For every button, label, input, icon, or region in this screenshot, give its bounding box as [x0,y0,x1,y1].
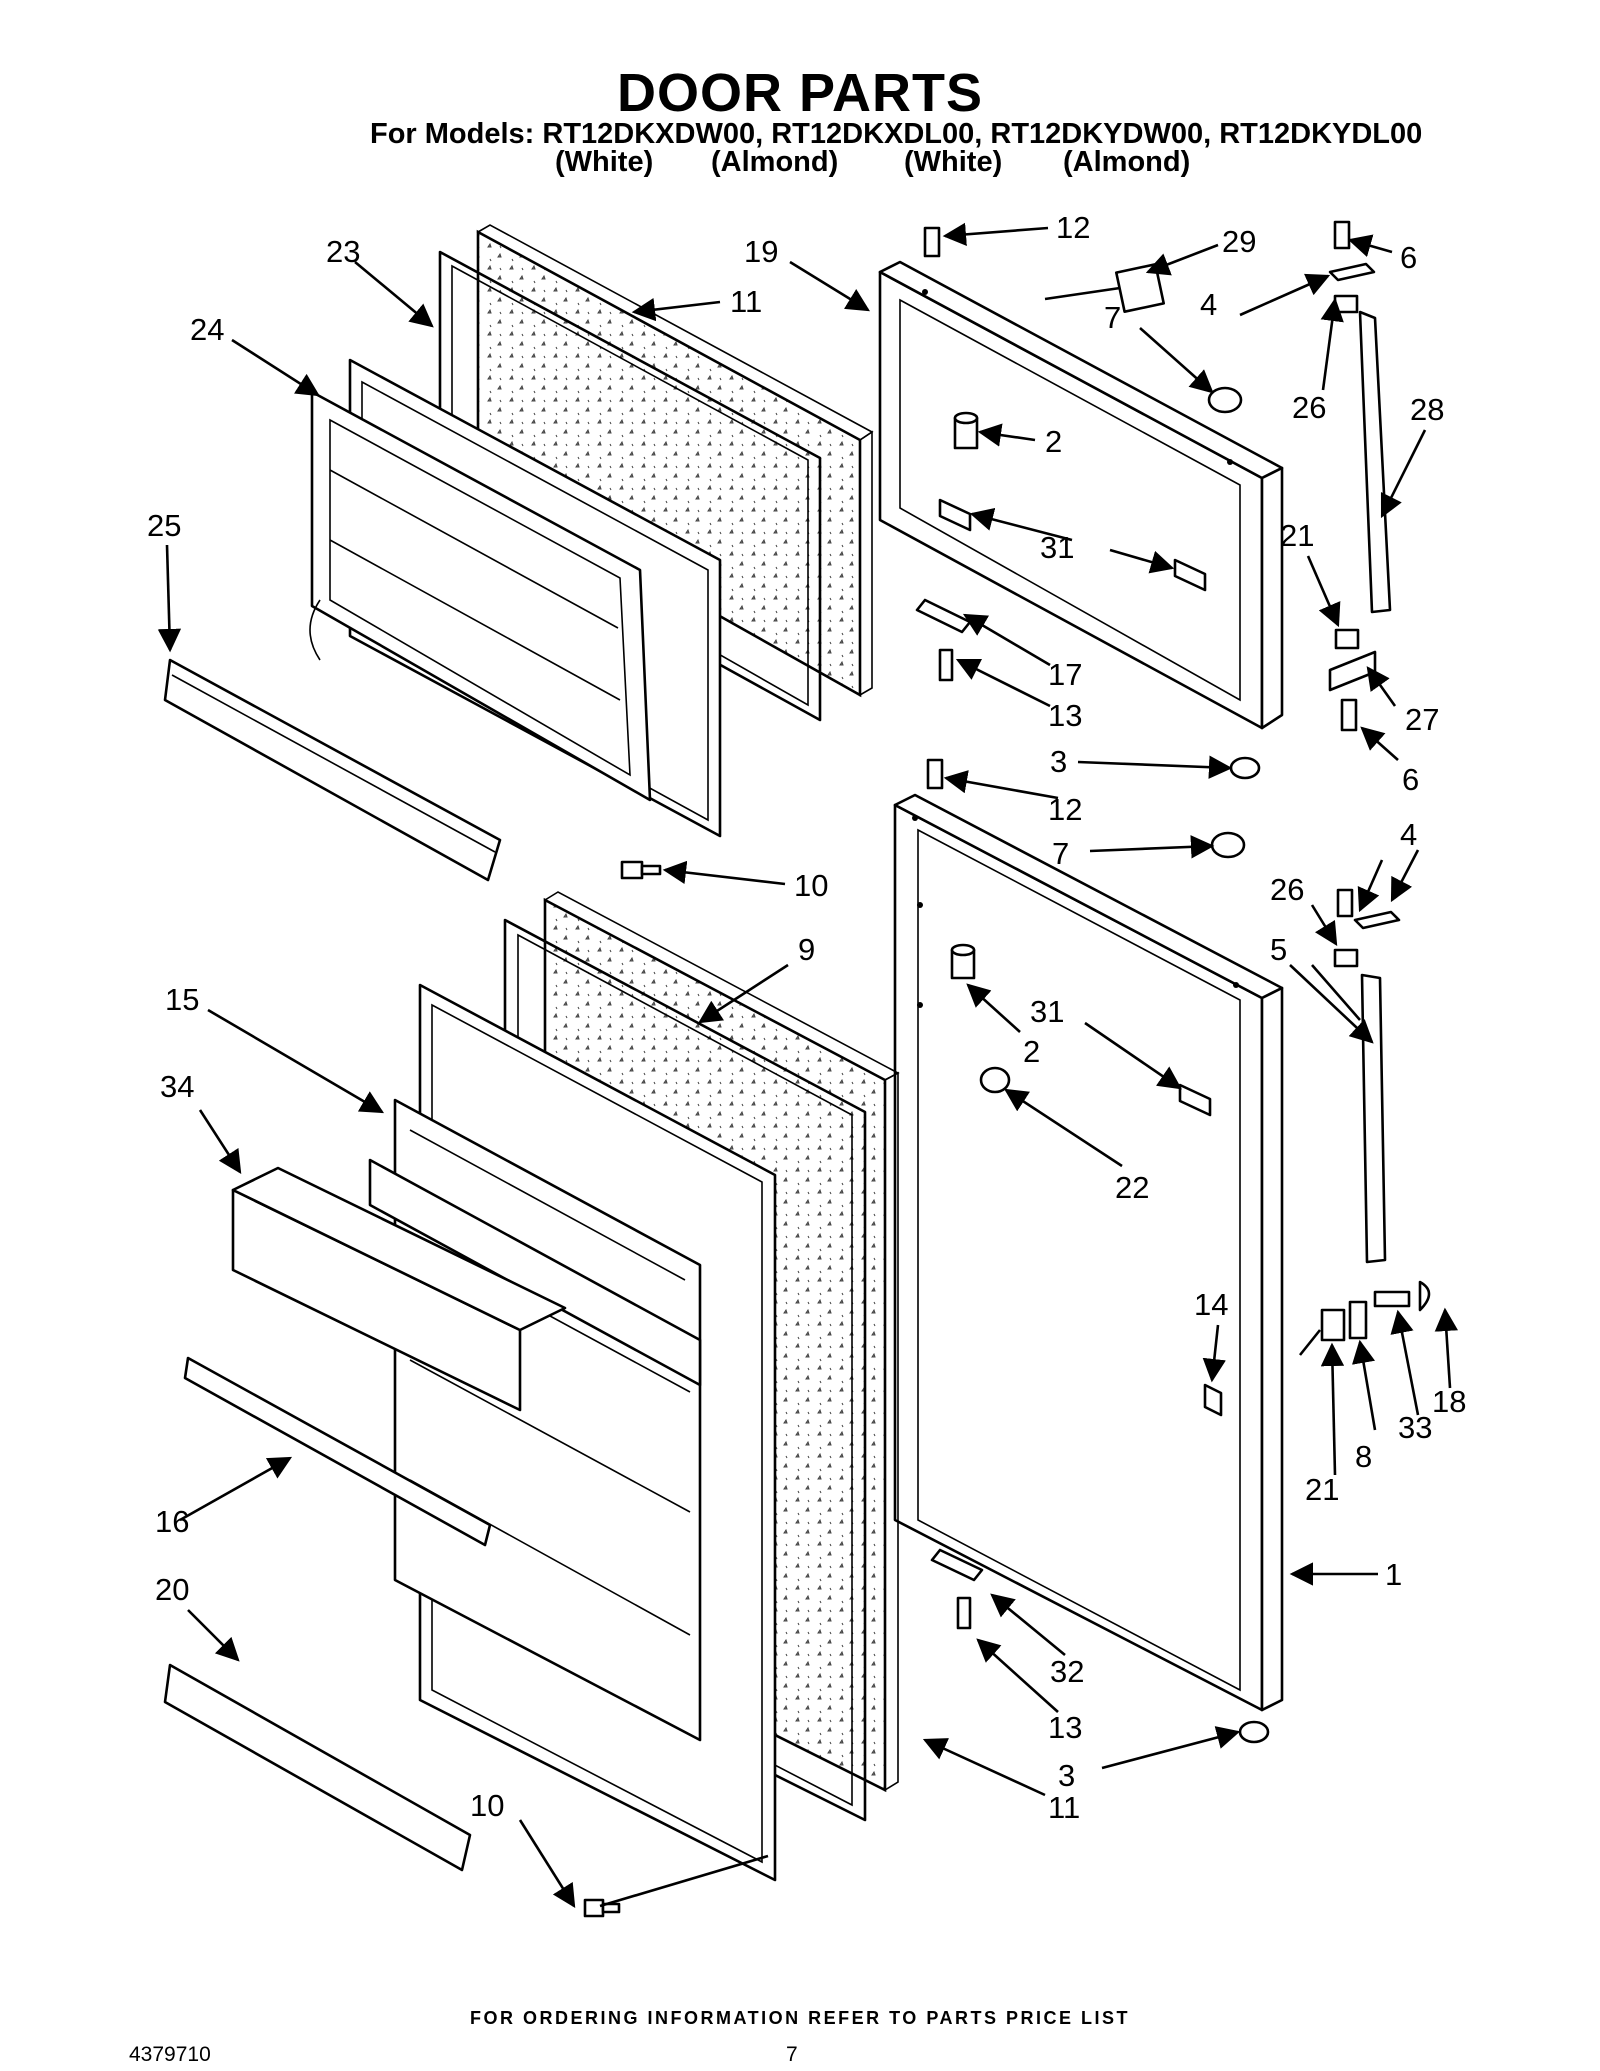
callout: 3 [1050,744,1067,779]
callout: 11 [730,284,762,319]
callout: 28 [1410,392,1444,427]
part-14 [1203,1383,1223,1417]
plug-7-lower [1210,831,1246,859]
callout: 3 [1058,1758,1075,1793]
callout: 29 [1222,224,1256,259]
callout: 7 [1104,300,1121,335]
callout: 31 [1030,994,1064,1029]
cap-18 [1418,1280,1431,1312]
freezer-trim-strip [163,658,502,882]
screw-12-upper [923,226,941,258]
hinge-17 [915,598,972,634]
color-label-3: (White) [904,146,1003,178]
screw-10-lower [583,1898,621,1918]
callout: 17 [1048,657,1082,692]
fresh-food-trim-20 [163,1663,472,1872]
glide-3-lower [1238,1720,1270,1744]
callout: 12 [1056,210,1090,245]
callout: 6 [1402,762,1419,797]
callout: 31 [1040,530,1074,565]
screw-13-upper [938,648,954,682]
callout: 33 [1398,1410,1432,1445]
callout: 13 [1048,1710,1082,1745]
ordering-note: FOR ORDERING INFORMATION REFER TO PARTS … [469,2008,1130,2028]
screw-6-top [1333,220,1351,250]
callout: 24 [190,312,224,347]
screw-6-lower [1336,888,1354,918]
callout: 20 [155,1572,189,1607]
hinge-bracket-31-lower [1178,1083,1212,1117]
screw-12-lower [926,758,944,790]
callout: 23 [326,234,360,269]
callout: 4 [1400,817,1417,852]
color-label-4: (Almond) [1063,146,1191,178]
hinge-32 [930,1548,984,1582]
hinge-pin-8 [1348,1300,1368,1340]
screw-10-upper [620,860,662,880]
callout: 10 [794,868,828,903]
shim-26-lower [1333,948,1359,968]
hinge-4-lower [1353,910,1401,930]
callout: 18 [1432,1384,1466,1419]
callout: 22 [1115,1170,1149,1205]
callout: 4 [1200,287,1217,322]
callout: 5 [1270,932,1287,967]
callout: 16 [155,1504,189,1539]
callout: 10 [470,1788,504,1823]
freezer-liner-inner [310,390,652,802]
callout: 19 [744,234,778,269]
callout: 21 [1280,518,1314,553]
callout: 15 [165,982,199,1017]
label-29 [1114,262,1166,314]
shelf-bar-16 [183,1356,492,1547]
document-number: 4379710 [129,2043,211,2066]
glide-3-upper [1229,756,1261,780]
color-label-1: (White) [555,146,654,178]
color-label-2: (Almond) [711,146,839,178]
hinge-cover-5 [1360,973,1387,1264]
model-list: For Models: RT12DKXDW00, RT12DKXDL00, RT… [370,118,1423,150]
callout: 12 [1048,792,1082,827]
fresh-food-door-outer [893,803,1264,1712]
callout: 21 [1305,1472,1339,1507]
callout: 8 [1355,1439,1372,1474]
plug-7-upper [1207,386,1243,414]
part-22 [979,1066,1011,1094]
callout: 32 [1050,1654,1084,1689]
callout: 34 [160,1069,194,1104]
callout: 7 [1052,836,1069,871]
door-shelf-15 [368,1158,702,1387]
page-title: DOOR PARTS [616,63,983,123]
leader-lines [157,222,1459,1908]
callout: 14 [1194,1287,1228,1322]
callout: 26 [1292,390,1326,425]
hinge-27 [1328,650,1377,692]
callout: 2 [1045,424,1062,459]
screw-6-bottom [1340,698,1358,732]
callout: 11 [1048,1790,1080,1825]
callout: 26 [1270,872,1304,907]
shim-21-lower [1320,1308,1346,1342]
callout: 6 [1400,240,1417,275]
hinge-4-upper [1328,262,1376,282]
shim-26-upper [1333,294,1359,314]
screw-13-lower [956,1596,972,1630]
hinge-cover-28 [1358,310,1392,614]
callout: 1 [1385,1557,1402,1592]
callout: 2 [1023,1034,1040,1069]
hinge-bracket-31-upper [938,498,972,532]
callout: 9 [798,932,815,967]
callout: 27 [1405,702,1439,737]
callout-numbers: 23 24 25 11 19 12 29 6 4 7 2 26 28 31 21… [147,210,1466,1825]
callout: 25 [147,508,181,543]
page-number: 7 [786,2043,798,2066]
spring-33 [1373,1290,1411,1308]
callout: 13 [1048,698,1082,733]
shim-21-upper [1334,628,1360,650]
